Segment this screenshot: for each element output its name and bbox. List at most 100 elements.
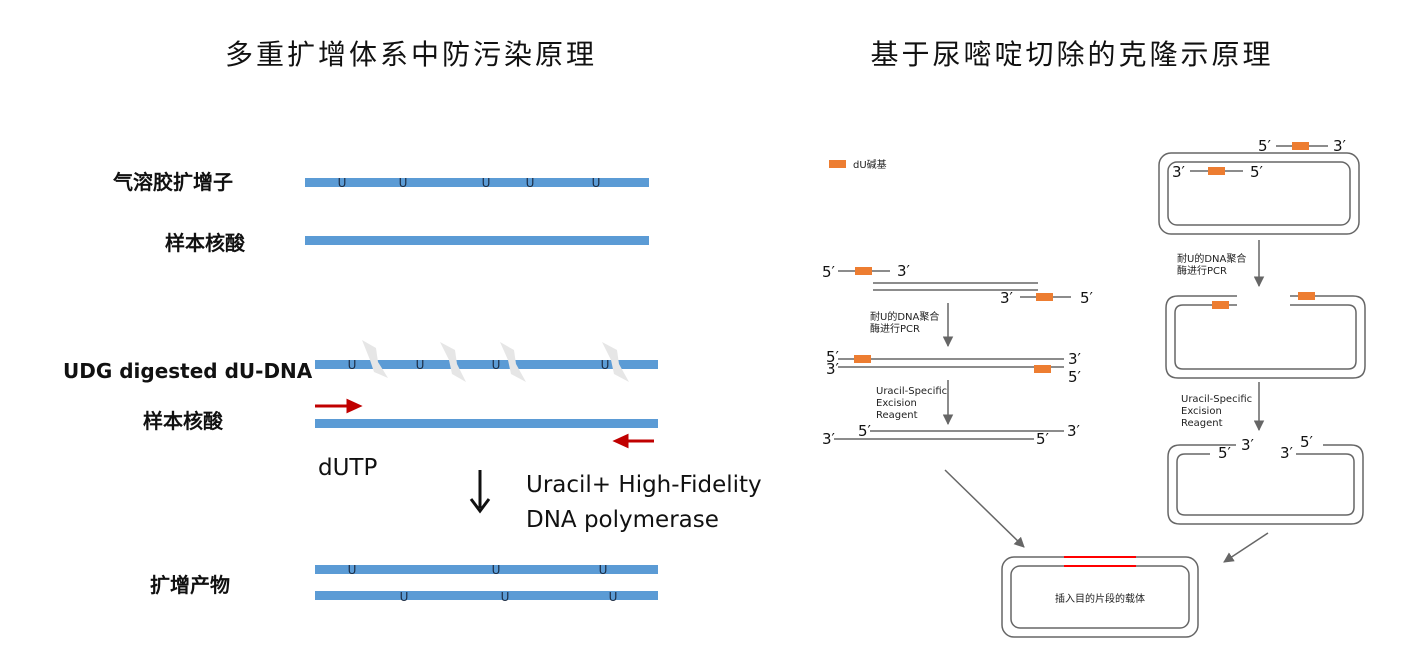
five-prime-label: 5′: [1258, 137, 1272, 155]
udg-digested-strand: [315, 360, 658, 369]
left-title: 多重扩增体系中防污染原理: [225, 38, 597, 71]
vector-outer-strand: [1167, 444, 1364, 525]
polymerase-label-line2: DNA polymerase: [526, 507, 719, 533]
vector-pcr-step-line1: 耐U的DNA聚合: [1177, 252, 1246, 265]
linearized-vector: [1165, 292, 1366, 379]
uracil-mark: U: [609, 590, 618, 604]
uracil-mark: U: [399, 176, 408, 190]
five-prime-label: 5′: [1218, 444, 1232, 462]
uracil-mark: U: [492, 563, 501, 577]
du-base: [1208, 167, 1225, 175]
aerosol-amplicon-label: 气溶胶扩增子: [112, 170, 233, 194]
vector-to-final-arrow: [1223, 532, 1269, 563]
three-prime-label: 3′: [1172, 163, 1186, 181]
five-prime-label: 5′: [1068, 368, 1082, 386]
uracil-mark: U: [599, 563, 608, 577]
du-base: [855, 267, 872, 275]
uracil-mark: U: [592, 176, 601, 190]
three-prime-label: 3′: [822, 430, 836, 448]
product-strand-bottom: [315, 591, 658, 600]
pcr-product: 5′ 3′ 3′ 5′: [826, 348, 1082, 386]
right-panel: dU碱基 5′ 3′ 3′ 5′ 耐U的DNA聚合 酶进行PCR 5′ 3′ 3…: [822, 137, 1366, 638]
reverse-primer-arrow: [612, 433, 654, 449]
dutp-label: dUTP: [318, 455, 377, 481]
sample-strand: [305, 236, 649, 245]
three-prime-label: 3′: [897, 262, 911, 280]
vector-user-step-line3: Reagent: [1181, 418, 1223, 429]
forward-primer-arrow: [315, 398, 363, 414]
product-uracil-marks: U U U U U U: [348, 563, 618, 604]
user-step-line2: Excision: [876, 398, 917, 409]
vector-outer-strand: [1158, 152, 1360, 235]
product-strand-top: [315, 565, 658, 574]
vector-with-insert-label: 插入目的片段的载体: [1055, 592, 1145, 605]
insert-to-vector-arrow: [944, 469, 1025, 548]
sticky-end-insert: 3′ 5′ 5′ 3′: [822, 422, 1081, 448]
vector-user-step-line2: Excision: [1181, 406, 1222, 417]
uracil-mark: U: [482, 176, 491, 190]
break-mark: [440, 342, 466, 382]
final-vector: 插入目的片段的载体: [1001, 556, 1199, 638]
vector-inner-strand: [1176, 453, 1355, 516]
five-prime-label: 5′: [826, 348, 840, 366]
aerosol-amplicon-strand: [305, 178, 649, 187]
uracil-mark: U: [400, 590, 409, 604]
sample-strand-2: [315, 419, 658, 428]
five-prime-label: 5′: [1300, 433, 1314, 451]
three-prime-label: 3′: [826, 360, 840, 378]
five-prime-label: 5′: [1036, 430, 1050, 448]
break-mark: [362, 340, 388, 378]
five-prime-label: 5′: [1080, 289, 1094, 307]
pcr-step-line2: 酶进行PCR: [870, 322, 920, 335]
vector-inner-strand: [1174, 304, 1357, 370]
vector-outer-strand: [1165, 295, 1366, 379]
break-marks: [362, 340, 629, 382]
primer-pair: 5′ 3′ 3′ 5′: [822, 262, 1094, 307]
du-base: [1212, 301, 1229, 309]
pcr-step-line1: 耐U的DNA聚合: [870, 310, 939, 323]
three-prime-label: 3′: [1067, 422, 1081, 440]
five-prime-label: 5′: [1250, 163, 1264, 181]
three-prime-label: 3′: [1068, 350, 1082, 368]
sticky-end-vector: 5′ 3′ 3′ 5′: [1167, 433, 1364, 525]
five-prime-label: 5′: [822, 263, 836, 281]
du-base: [1036, 293, 1053, 301]
vector-inner-strand: [1167, 161, 1351, 226]
three-prime-label: 3′: [1333, 137, 1347, 155]
down-arrow-head: [469, 498, 491, 514]
udg-uracil-marks: U U U U: [348, 358, 610, 372]
uracil-mark: U: [492, 358, 501, 372]
uracil-mark: U: [348, 563, 357, 577]
polymerase-label-line1: Uracil+ High-Fidelity: [526, 472, 762, 498]
right-title: 基于尿嘧啶切除的克隆示原理: [870, 38, 1273, 71]
sample-nucleic-acid-label-2: 样本核酸: [143, 409, 224, 433]
five-prime-label: 5′: [858, 422, 872, 440]
uracil-mark: U: [338, 176, 347, 190]
three-prime-label: 3′: [1000, 289, 1014, 307]
du-base: [1292, 142, 1309, 150]
uracil-mark: U: [348, 358, 357, 372]
sample-nucleic-acid-label: 样本核酸: [165, 231, 246, 255]
user-step-line1: Uracil-Specific: [876, 386, 947, 397]
three-prime-label: 3′: [1241, 436, 1255, 454]
three-prime-label: 3′: [1280, 444, 1294, 462]
uracil-mark: U: [416, 358, 425, 372]
du-base: [854, 355, 871, 363]
du-base-legend-swatch: [829, 160, 846, 168]
uracil-mark: U: [501, 590, 510, 604]
vector-pcr-step-line2: 酶进行PCR: [1177, 264, 1227, 277]
circular-vector: 5′ 3′ 3′ 5′: [1158, 137, 1360, 235]
break-mark: [500, 342, 526, 382]
user-step-line3: Reagent: [876, 410, 918, 421]
uracil-mark: U: [526, 176, 535, 190]
aerosol-uracil-marks: U U U U U: [338, 176, 601, 190]
du-base-legend-label: dU碱基: [853, 158, 887, 171]
udg-digested-label: UDG digested dU-DNA: [63, 359, 313, 383]
uracil-mark: U: [601, 358, 610, 372]
vector-user-step-line1: Uracil-Specific: [1181, 394, 1252, 405]
du-base: [1034, 365, 1051, 373]
left-panel: 气溶胶扩增子 U U U U U 样本核酸 UDG digested dU-DN…: [63, 170, 762, 604]
amplification-product-label: 扩增产物: [150, 573, 230, 597]
break-mark: [602, 342, 629, 382]
